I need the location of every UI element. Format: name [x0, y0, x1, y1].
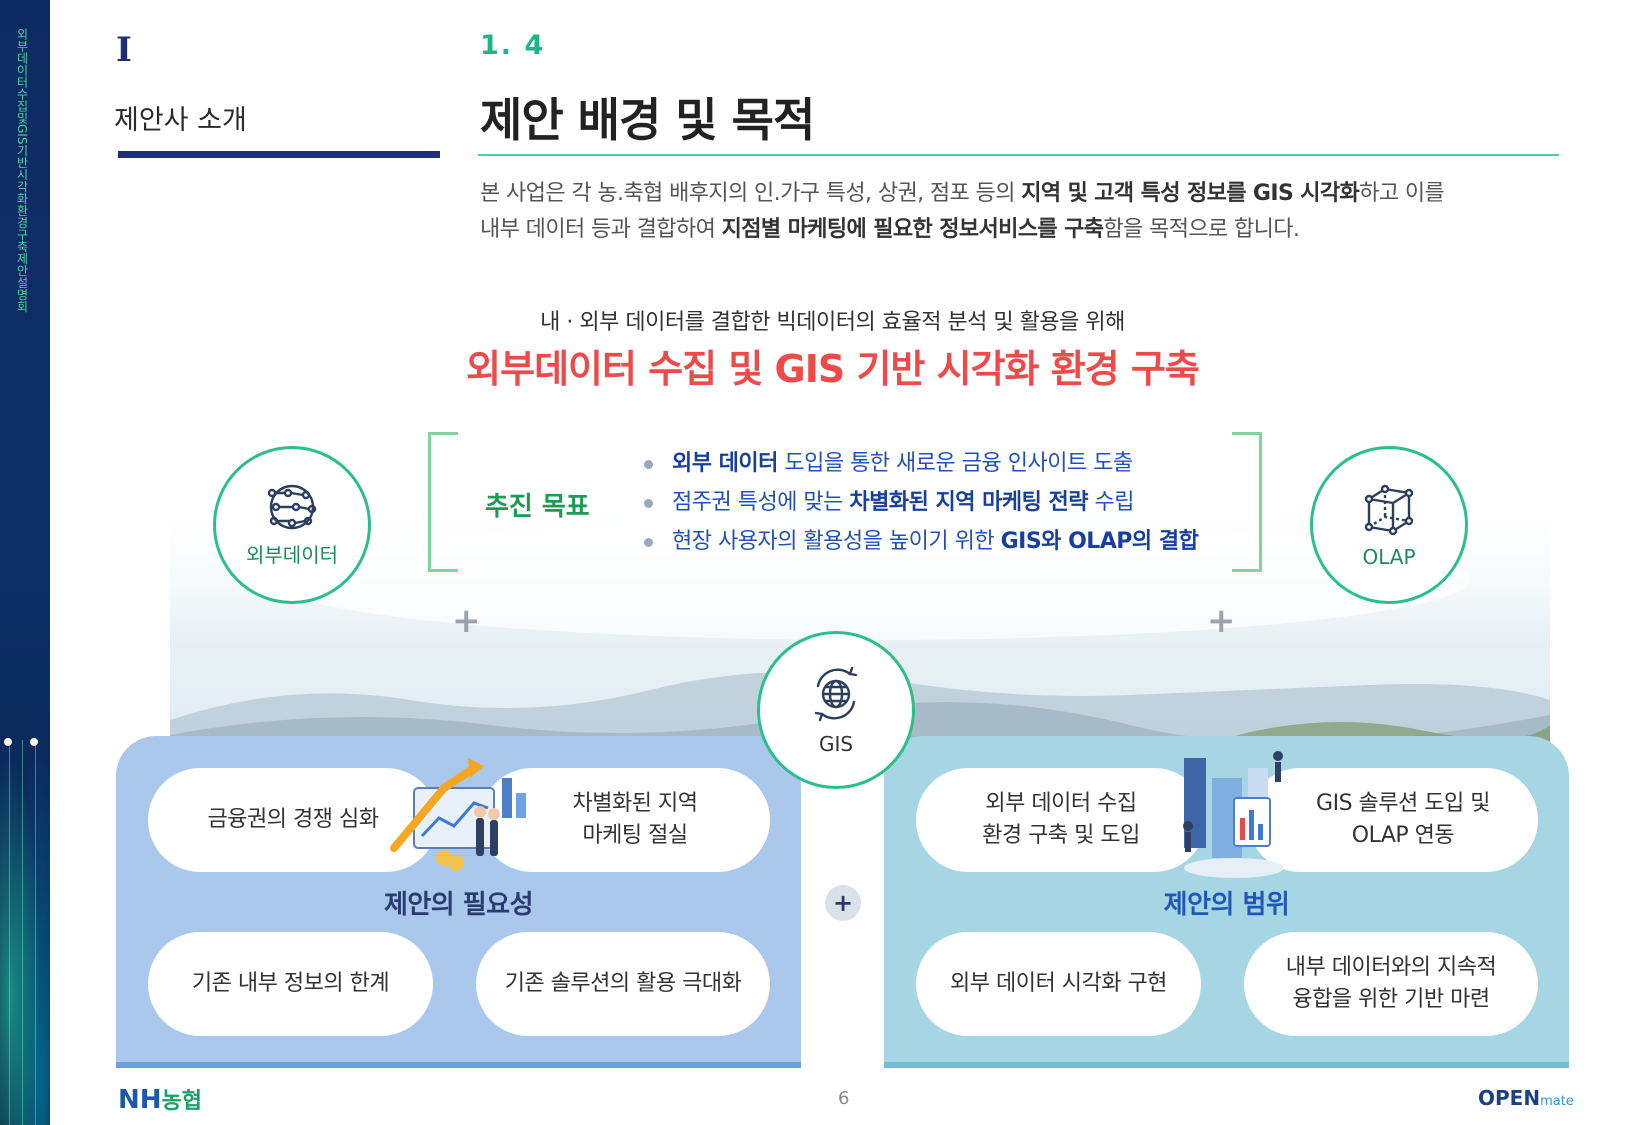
- logo-text: mate: [1540, 1094, 1574, 1109]
- section-number: 1. 4: [480, 30, 546, 61]
- pill-text: 환경 구축 및 도입: [982, 823, 1140, 848]
- network-nodes-icon: [267, 484, 317, 529]
- side-decoration: 외부데이터수집및GIS기반시각화환경구축제안설명회: [0, 0, 50, 1125]
- intro-text: 내부 데이터 등과 결합하여: [480, 217, 722, 242]
- goal-highlight: GIS와 OLAP의 결합: [1000, 529, 1199, 554]
- tagline-subtitle: 내 · 외부 데이터를 결합한 빅데이터의 효율적 분석 및 활용을 위해: [540, 310, 1125, 335]
- gis-circle: GIS: [757, 631, 915, 789]
- goal-highlight: 차별화된 지역 마케팅 전략: [849, 490, 1089, 515]
- section-divider: [478, 154, 1559, 156]
- section-title: 제안 배경 및 목적: [480, 93, 815, 147]
- side-vertical-text: 외부데이터수집및GIS기반시각화환경구축제안설명회: [15, 28, 29, 313]
- side-dot: [4, 738, 12, 746]
- logo-text: NH: [118, 1085, 162, 1115]
- intro-text: 함을 목적으로 합니다.: [1103, 217, 1300, 242]
- goal-text: 수립: [1088, 490, 1135, 515]
- intro-highlight: 지점별 마케팅에 필요한 정보서비스를 구축: [721, 217, 1104, 242]
- pill-text: OLAP 연동: [1351, 823, 1455, 848]
- side-glow: [0, 690, 50, 1125]
- goal-item: 외부 데이터 도입을 통한 새로운 금융 인사이트 도출: [640, 444, 1198, 483]
- scope-pill-visualization: 외부 데이터 시각화 구현: [916, 932, 1201, 1036]
- logo-text: OPEN: [1478, 1086, 1541, 1110]
- intro-text: 하고 이를: [1359, 181, 1445, 206]
- pill-text: 금융권의 경쟁 심화: [207, 807, 379, 832]
- goal-highlight: 외부 데이터: [672, 451, 778, 476]
- pill-text: 융합을 위한 기반 마련: [1292, 987, 1490, 1012]
- plus-circle-icon: +: [825, 885, 861, 921]
- pill-text: 외부 데이터 수집: [985, 791, 1137, 816]
- goal-bracket-right: [1232, 432, 1262, 572]
- olap-label: OLAP: [1362, 545, 1416, 569]
- side-line: [22, 740, 23, 1125]
- goal-title: 추진 목표: [485, 492, 590, 522]
- goal-text: 현장 사용자의 활용성을 높이기 위한: [672, 529, 1001, 554]
- openmate-logo: OPENmate: [1478, 1086, 1574, 1110]
- pill-text: GIS 솔루션 도입 및: [1316, 791, 1490, 816]
- pill-text: 기존 내부 정보의 한계: [191, 971, 390, 996]
- intro-highlight: 지역 및 고객 특성 정보를 GIS 시각화: [1021, 181, 1360, 206]
- chapter-number: I: [116, 30, 132, 70]
- goal-text: 점주권 특성에 맞는: [672, 490, 850, 515]
- data-analysis-illustration: [1183, 751, 1284, 878]
- pill-text: 외부 데이터 시각화 구현: [950, 971, 1167, 996]
- cube-icon: [1364, 484, 1414, 536]
- plus-icon: +: [1207, 601, 1236, 641]
- goal-text: 도입을 통한 새로운 금융 인사이트 도출: [777, 451, 1133, 476]
- scope-pill-gis-olap: GIS 솔루션 도입 및 OLAP 연동: [1248, 768, 1538, 872]
- external-data-label: 외부데이터: [246, 542, 338, 567]
- pill-text: 차별화된 지역: [572, 791, 698, 816]
- nh-logo: NH농협: [118, 1083, 202, 1115]
- goal-item: 점주권 특성에 맞는 차별화된 지역 마케팅 전략 수립: [640, 483, 1198, 522]
- need-pill-competition: 금융권의 경쟁 심화: [148, 768, 438, 872]
- globe-icon: [814, 666, 858, 722]
- olap-circle: OLAP: [1310, 446, 1468, 604]
- logo-text: 농협: [161, 1089, 203, 1114]
- side-line: [9, 740, 10, 1125]
- goal-list: 외부 데이터 도입을 통한 새로운 금융 인사이트 도출 점주권 특성에 맞는 …: [640, 444, 1199, 561]
- chapter-title: 제안사 소개: [114, 105, 247, 136]
- side-line: [35, 740, 36, 1125]
- need-pill-solution-use: 기존 솔루션의 활용 극대화: [476, 932, 770, 1036]
- plus-icon: +: [452, 601, 481, 641]
- page-number: 6: [838, 1088, 850, 1109]
- chapter-underline: [118, 151, 440, 158]
- intro-text: 본 사업은 각 농.축협 배후지의 인.가구 특성, 상권, 점포 등의: [480, 181, 1022, 206]
- tagline-headline: 외부데이터 수집 및 GIS 기반 시각화 환경 구축: [466, 347, 1200, 391]
- goal-item: 현장 사용자의 활용성을 높이기 위한 GIS와 OLAP의 결합: [640, 522, 1199, 561]
- external-data-circle: 외부데이터: [213, 446, 371, 604]
- scope-panel-title: 제안의 범위: [1163, 890, 1290, 920]
- intro-paragraph: 본 사업은 각 농.축협 배후지의 인.가구 특성, 상권, 점포 등의 지역 …: [480, 176, 1555, 248]
- gis-label: GIS: [818, 732, 854, 756]
- need-pill-internal-limit: 기존 내부 정보의 한계: [148, 932, 433, 1036]
- pill-text: 마케팅 절실: [582, 823, 688, 848]
- business-growth-illustration: [390, 758, 526, 871]
- pill-text: 내부 데이터와의 지속적: [1285, 955, 1497, 980]
- pill-text: 기존 솔루션의 활용 극대화: [504, 971, 742, 996]
- side-dot: [30, 738, 38, 746]
- goal-bracket-left: [428, 432, 458, 572]
- need-panel-title: 제안의 필요성: [383, 890, 534, 920]
